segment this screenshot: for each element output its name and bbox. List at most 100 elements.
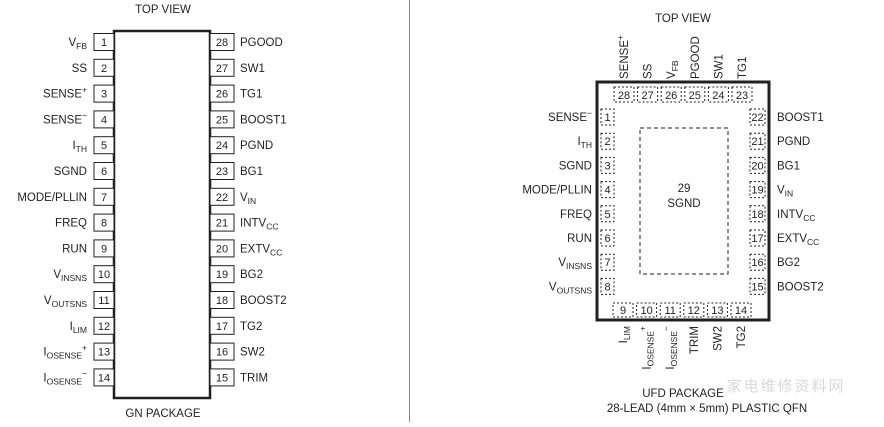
pin-number: 14 bbox=[98, 372, 110, 384]
pin-number: 23 bbox=[216, 166, 228, 178]
ufd-package-label: UFD PACKAGE bbox=[642, 388, 724, 400]
pin-label-vfb: VFB bbox=[666, 60, 680, 79]
ufd-package-view: TOP VIEW 29 SGND 28SENSE+27SS26VFB25PGOO… bbox=[522, 13, 823, 415]
exposed-pad bbox=[639, 127, 729, 275]
pin-number: 22 bbox=[216, 192, 228, 204]
pin-number: 7 bbox=[604, 257, 610, 269]
pin-label-sense: SENSE− bbox=[548, 108, 592, 124]
pin-pad bbox=[600, 205, 615, 223]
pin-label-vfb: VFB bbox=[68, 37, 87, 51]
pin-pad bbox=[600, 181, 615, 199]
pin-pad bbox=[660, 86, 682, 103]
pin-box bbox=[93, 187, 115, 206]
gn-package-body bbox=[112, 29, 212, 400]
pin-box bbox=[93, 58, 115, 77]
pin-box bbox=[209, 110, 235, 129]
pin-number: 26 bbox=[216, 89, 228, 101]
pin-label-boost1: BOOST1 bbox=[777, 112, 824, 124]
exposed-pad-label: SGND bbox=[667, 198, 700, 210]
pin-number: 2 bbox=[101, 63, 107, 75]
ufd-pin-26: 26 VFB bbox=[660, 60, 682, 103]
pin-number: 2 bbox=[604, 136, 610, 148]
pin-number: 10 bbox=[640, 305, 652, 317]
pin-number: 25 bbox=[689, 90, 701, 102]
pin-number: 26 bbox=[665, 90, 677, 102]
pin-label-pgnd: PGND bbox=[777, 136, 810, 148]
pin-label-ss: SS bbox=[72, 63, 88, 75]
pin-number: 3 bbox=[101, 89, 107, 101]
pin-pad bbox=[612, 302, 634, 318]
pin-label-sense: SENSE+ bbox=[615, 35, 631, 79]
pin-number: 5 bbox=[604, 209, 610, 221]
pin-number: 19 bbox=[216, 269, 228, 281]
pin-pad bbox=[659, 302, 681, 318]
pin-pad bbox=[613, 86, 635, 103]
pin-number: 20 bbox=[216, 243, 228, 255]
pin-pad bbox=[731, 86, 753, 103]
pin-label-intvcc: INTVCC bbox=[777, 209, 815, 223]
pin-label-ith: ITH bbox=[72, 140, 87, 154]
pin-label-boost2: BOOST2 bbox=[777, 281, 824, 293]
gn-pin-17: 17 TG2 bbox=[209, 316, 262, 335]
pin-pad bbox=[749, 205, 766, 223]
pin-number: 18 bbox=[216, 295, 228, 307]
pin-pad bbox=[749, 132, 766, 150]
pin-number: 15 bbox=[216, 372, 228, 384]
pin-label-tg1: TG1 bbox=[737, 57, 749, 79]
ufd-pin-8: 8 VOUTSNS bbox=[549, 277, 615, 295]
pin-box bbox=[93, 291, 115, 309]
pin-label-run: RUN bbox=[567, 233, 592, 245]
pin-number: 25 bbox=[216, 114, 228, 126]
pin-number: 20 bbox=[751, 160, 763, 172]
pin-number: 7 bbox=[101, 192, 107, 204]
pin-number: 27 bbox=[216, 63, 228, 75]
watermark: 家电维修资料网 bbox=[726, 378, 845, 395]
pin-number: 24 bbox=[712, 90, 724, 102]
pin-label-iosense: IOSENSE+ bbox=[638, 326, 656, 370]
gn-package-label: GN PACKAGE bbox=[125, 408, 201, 420]
pin-box bbox=[209, 162, 235, 180]
pin-box bbox=[93, 239, 115, 258]
pin-number: 9 bbox=[620, 305, 626, 317]
pin-number: 17 bbox=[216, 321, 228, 333]
ufd-top-view-label: TOP VIEW bbox=[655, 13, 711, 25]
pin-number: 10 bbox=[98, 269, 110, 281]
exposed-pad-number: 29 bbox=[678, 183, 691, 195]
pin-label-sense: SENSE− bbox=[43, 110, 87, 126]
pin-label-extvcc: EXTVCC bbox=[777, 233, 819, 247]
pin-number: 8 bbox=[101, 218, 107, 230]
pin-number: 8 bbox=[604, 281, 610, 293]
pin-label-tg2: TG2 bbox=[240, 321, 262, 333]
pin-pad bbox=[749, 181, 766, 199]
pin-label-voutsns: VOUTSNS bbox=[549, 281, 592, 295]
pin-number: 6 bbox=[604, 233, 610, 245]
pin-label-iosense: IOSENSE− bbox=[43, 368, 87, 386]
pin-pad bbox=[600, 156, 615, 174]
pin-number: 11 bbox=[98, 295, 109, 307]
ufd-package-body bbox=[595, 80, 771, 322]
pin-label-sense: SENSE+ bbox=[43, 85, 87, 101]
pin-box bbox=[209, 316, 235, 335]
ufd-bottom-pin-row: 9ILIM10IOSENSE+11IOSENSE−12TRIM13SW214TG… bbox=[612, 302, 752, 370]
